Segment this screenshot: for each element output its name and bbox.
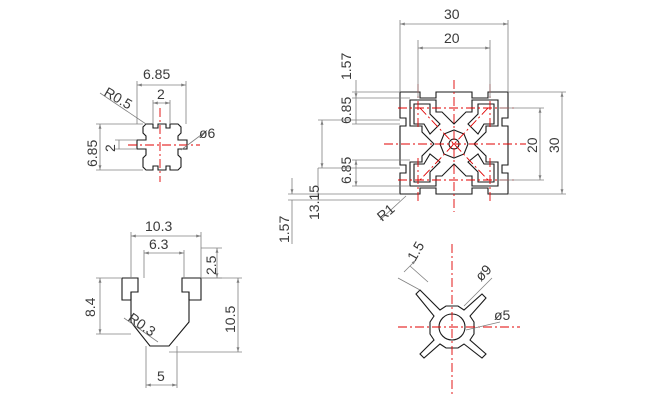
t-slot-lips <box>121 278 190 301</box>
dim-slot-height-inner: 2 <box>102 144 118 152</box>
dim-tslot-left-height: 8.4 <box>82 297 98 317</box>
slot-detail-outline <box>136 123 188 171</box>
dim-profile-corner-radius: R1 <box>374 200 398 224</box>
t-slot-outline <box>122 277 202 347</box>
dim-core-inner-diameter: ø5 <box>494 307 511 323</box>
t-slot-section-view: 10.3 6.3 2.5 8.4 10.5 R0.3 5 <box>82 218 242 388</box>
dim-tslot-inner-width: 6.3 <box>149 236 169 252</box>
profile-cavity-tr <box>467 103 495 135</box>
dim-core-web: 1.5 <box>404 238 428 263</box>
profile-cavity-bl <box>413 153 441 183</box>
dim-slot-height-outer: 6.85 <box>84 140 100 167</box>
dim-slot-width-inner: 2 <box>157 86 165 102</box>
dim-profile-overall-width: 30 <box>444 6 460 22</box>
dim-tslot-lip-depth: 2.5 <box>203 255 219 275</box>
dim-slot-diameter: ø6 <box>199 125 216 141</box>
dim-tslot-bottom-width: 5 <box>157 368 165 384</box>
dim-profile-wall-top: 1.57 <box>338 53 354 80</box>
dim-profile-slot-spacing-v: 20 <box>524 137 540 153</box>
profile-inner-outline <box>409 99 499 187</box>
dim-profile-slot-top: 6.85 <box>338 97 354 124</box>
dim-profile-slot-lower: 6.85 <box>338 157 354 184</box>
dim-profile-slot-spacing-h: 20 <box>444 30 460 46</box>
dim-profile-inner-height: 13.15 <box>306 185 322 220</box>
dim-core-outer-diameter: ø9 <box>472 261 495 284</box>
dim-profile-wall-bottom: 1.57 <box>276 216 292 243</box>
dim-tslot-right-height: 10.5 <box>222 306 238 333</box>
profile-cavity-tl <box>413 103 441 135</box>
slot-detail-view: 6.85 2 6.85 2 R0.5 ø6 <box>84 66 216 182</box>
dim-tslot-radius: R0.3 <box>125 309 159 339</box>
dim-slot-width-outer: 6.85 <box>143 66 170 82</box>
dim-profile-overall-height: 30 <box>546 137 562 153</box>
profile-section-view: 30 20 30 20 1.57 6.85 6.85 13.15 1.57 R1 <box>276 6 566 244</box>
dim-tslot-top-width: 10.3 <box>145 218 172 234</box>
core-detail-view: 1.5 ø9 ø5 <box>397 238 520 396</box>
dim-slot-radius: R0.5 <box>102 84 136 113</box>
core-outline <box>415 289 487 359</box>
